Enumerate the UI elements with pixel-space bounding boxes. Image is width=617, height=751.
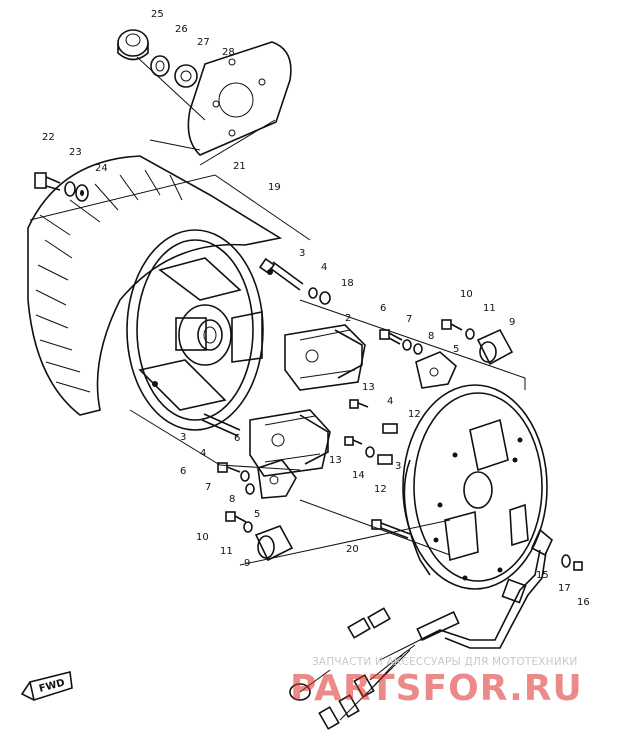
callout-6: 6 bbox=[380, 303, 386, 314]
callout-19: 19 bbox=[268, 182, 281, 193]
callout-12: 12 bbox=[374, 484, 387, 495]
callout-6: 6 bbox=[180, 466, 186, 477]
contact-breaker-part-5-lower bbox=[257, 459, 297, 499]
callout-28: 28 bbox=[222, 47, 235, 58]
washer-part-11-lower bbox=[243, 521, 253, 533]
washer-part-8-lower bbox=[245, 483, 255, 495]
washer-part-18 bbox=[319, 291, 331, 305]
callout-11: 11 bbox=[220, 546, 233, 557]
callout-15: 15 bbox=[536, 570, 549, 581]
washer-part-11-upper bbox=[465, 328, 475, 340]
callout-23: 23 bbox=[69, 147, 82, 158]
washer-part-14 bbox=[365, 446, 375, 458]
callout-8: 8 bbox=[428, 331, 434, 342]
callout-20: 20 bbox=[346, 544, 359, 555]
coil-part-2-lower bbox=[249, 409, 331, 477]
bolt-part-20 bbox=[371, 519, 411, 539]
cam-part-9-lower bbox=[254, 525, 294, 562]
callout-22: 22 bbox=[42, 132, 55, 143]
grommet-part-15 bbox=[530, 528, 553, 557]
watermark-caption: ЗАПЧАСТИ И АКСЕССУАРЫ ДЛЯ МОТОТЕХНИКИ bbox=[312, 656, 578, 668]
washer-part-17 bbox=[561, 554, 571, 568]
callout-2: 2 bbox=[345, 313, 351, 324]
callout-5: 5 bbox=[254, 509, 260, 520]
callout-7: 7 bbox=[406, 314, 412, 325]
washer-part-27 bbox=[174, 64, 198, 88]
callout-10: 10 bbox=[460, 289, 473, 300]
washer-part-7-upper bbox=[402, 339, 412, 351]
callout-21: 21 bbox=[233, 161, 246, 172]
washer-part-7-lower bbox=[240, 470, 250, 482]
bolt-part-6-lower bbox=[217, 462, 241, 473]
callout-14: 14 bbox=[352, 470, 365, 481]
callout-8: 8 bbox=[229, 494, 235, 505]
gasket-part-28 bbox=[187, 41, 292, 156]
callout-11: 11 bbox=[483, 303, 496, 314]
callout-9: 9 bbox=[244, 558, 250, 569]
callout-4: 4 bbox=[200, 448, 206, 459]
contact-breaker-part-5-upper bbox=[415, 351, 457, 389]
callout-24: 24 bbox=[95, 163, 108, 174]
bolt-part-10-lower bbox=[225, 511, 247, 523]
cam-part-9-upper bbox=[476, 328, 514, 366]
coil-part-2-upper bbox=[284, 324, 366, 391]
washer-part-4-upper bbox=[308, 287, 318, 299]
spacer-part-12-lower bbox=[377, 454, 393, 465]
screw-part-13-lower bbox=[344, 436, 363, 446]
watermark-logo: PARTSFOR.RU bbox=[290, 668, 583, 709]
callout-3: 3 bbox=[180, 432, 186, 443]
callout-4: 4 bbox=[321, 262, 327, 273]
callout-26: 26 bbox=[175, 24, 188, 35]
callout-3: 3 bbox=[395, 461, 401, 472]
callout-27: 27 bbox=[197, 37, 210, 48]
callout-13: 13 bbox=[362, 382, 375, 393]
bolt-part-6-upper bbox=[379, 329, 403, 345]
nut-part-25 bbox=[117, 29, 149, 61]
callout-labels: 25 26 27 28 22 23 24 21 19 3 4 18 2 6 7 … bbox=[42, 9, 590, 608]
callout-5: 5 bbox=[453, 344, 459, 355]
callout-12: 12 bbox=[408, 409, 421, 420]
flywheel-rotor-part-19 bbox=[27, 155, 283, 431]
screw-part-16 bbox=[573, 561, 583, 571]
fwd-arrow-icon: FWD bbox=[20, 671, 73, 702]
washer-part-23 bbox=[64, 181, 76, 197]
washer-part-26 bbox=[150, 55, 170, 77]
callout-10: 10 bbox=[196, 532, 209, 543]
wire-harness bbox=[289, 549, 547, 730]
bolt-part-10-upper bbox=[441, 319, 463, 331]
bolt-part-22 bbox=[34, 172, 61, 191]
washer-part-24 bbox=[75, 184, 89, 202]
callout-13: 13 bbox=[329, 455, 342, 466]
screw-part-13-upper bbox=[349, 399, 369, 409]
callout-17: 17 bbox=[558, 583, 571, 594]
callout-7: 7 bbox=[205, 482, 211, 493]
callout-25: 25 bbox=[151, 9, 164, 20]
callout-3: 3 bbox=[299, 248, 305, 259]
screw-part-3-lower bbox=[201, 413, 241, 437]
screw-part-3-upper bbox=[258, 257, 304, 291]
fwd-label: FWD bbox=[38, 677, 66, 694]
washer-part-8-upper bbox=[413, 343, 423, 355]
stator-base-plate bbox=[402, 384, 548, 590]
callout-4: 4 bbox=[387, 396, 393, 407]
callout-18: 18 bbox=[341, 278, 354, 289]
callout-16: 16 bbox=[577, 597, 590, 608]
spacer-part-12-upper bbox=[382, 423, 398, 434]
callout-6: 6 bbox=[234, 433, 240, 444]
callout-9: 9 bbox=[509, 317, 515, 328]
